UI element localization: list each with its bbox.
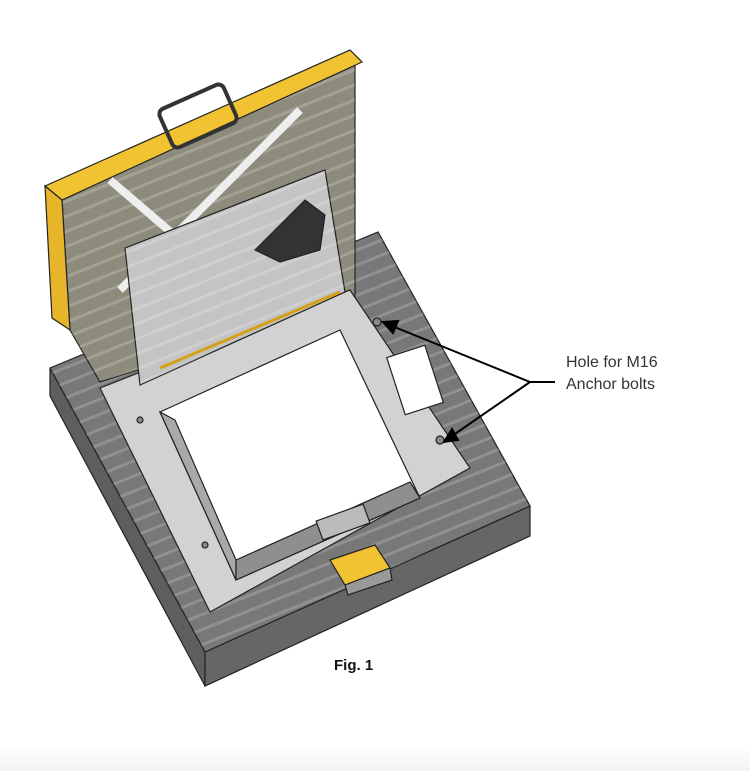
page-bottom-edge xyxy=(0,745,750,771)
anchor-bolt-callout: Hole for M16 Anchor bolts xyxy=(566,352,658,396)
lid-handle xyxy=(157,82,239,150)
latch xyxy=(315,503,393,596)
inner-panel xyxy=(124,169,346,386)
callout-arrows xyxy=(380,319,555,444)
arrow-head xyxy=(442,427,460,444)
callout-line-1: Hole for M16 xyxy=(566,354,658,371)
callout-line-2: Anchor bolts xyxy=(566,376,655,393)
figure-caption: Fig. 1 xyxy=(334,657,374,674)
arrow-head xyxy=(380,319,400,335)
